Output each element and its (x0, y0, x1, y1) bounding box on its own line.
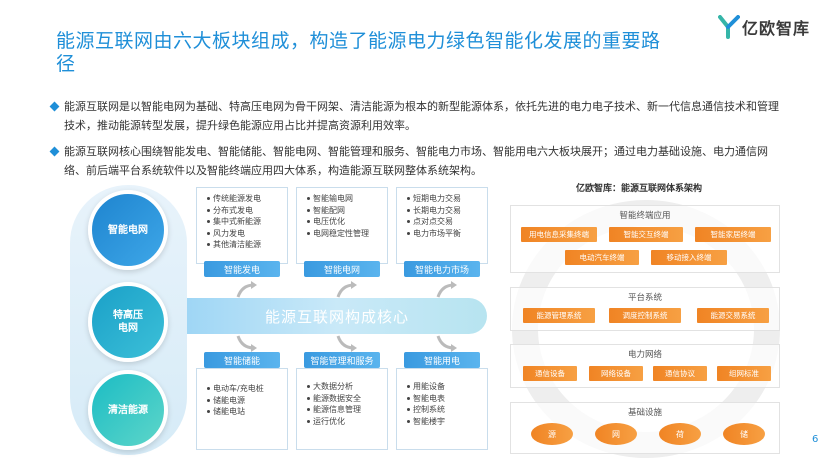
node: 组网标准 (717, 366, 771, 381)
tag-smart-consumption: 智能用电 (404, 352, 480, 368)
curved-arrow-icon (436, 335, 457, 352)
box-generation: 传统能源发电 分布式发电 集中式新能源 风力发电 其他清洁能源 (196, 187, 288, 264)
box-market: 短期电力交易 长期电力交易 点对点交易 电力市场平衡 (396, 187, 488, 264)
circle-clean-energy: 清洁能源 (88, 370, 168, 450)
box-storage: 电动车/充电桩 储能电源 储能电站 (196, 368, 288, 450)
node: 智能家居终端 (695, 227, 771, 242)
node-ellipse: 源 (531, 423, 573, 445)
layer-power-network: 电力网络 通信设备 网络设备 通信协议 组网标准 (510, 344, 780, 388)
yiou-logo-icon (718, 15, 740, 39)
node: 电动汽车终端 (565, 250, 639, 265)
diamond-bullet-icon (49, 101, 60, 112)
list-item: 风力发电 (207, 228, 287, 240)
core-banner: 能源互联网构成核心 (187, 298, 487, 334)
layer-title: 平台系统 (627, 293, 662, 303)
logo-text: 亿欧智库 (742, 19, 811, 38)
tag-smart-grid: 智能电网 (304, 261, 380, 277)
curved-arrow-icon (336, 335, 357, 352)
list-item: 短期电力交易 (407, 193, 487, 205)
node: 通信协议 (653, 366, 707, 381)
node-ellipse: 网 (595, 423, 637, 445)
list-item: 电动车/充电桩 (207, 383, 287, 395)
list-item: 用能设备 (407, 381, 487, 393)
list-item: 智能电表 (407, 393, 487, 405)
node: 网络设备 (589, 366, 643, 381)
list-item: 大数据分析 (307, 381, 387, 393)
list-item: 储能电源 (207, 395, 287, 407)
list-item: 电力市场平衡 (407, 228, 487, 240)
node: 用电信息采集终端 (521, 227, 597, 242)
node: 智能交互终端 (609, 227, 683, 242)
curved-arrow-icon (336, 281, 357, 298)
bullet-2: 能源互联网核心围绕智能发电、智能储能、智能电网、智能管理和服务、智能电力市场、智… (49, 142, 784, 180)
bullet-1: 能源互联网是以智能电网为基础、特高压电网为骨干网架、清洁能源为根本的新型能源体系… (49, 97, 784, 135)
layer-terminal-apps: 智能终端应用 用电信息采集终端 智能交互终端 智能家居终端 电动汽车终端 移动接… (510, 205, 780, 273)
list-item: 长期电力交易 (407, 205, 487, 217)
list-item: 控制系统 (407, 404, 487, 416)
curved-arrow-icon (236, 335, 257, 352)
list-item: 电网稳定性管理 (307, 228, 387, 240)
bullet-text: 能源互联网是以智能电网为基础、特高压电网为骨干网架、清洁能源为根本的新型能源体系… (64, 100, 779, 132)
layer-platform: 平台系统 能源管理系统 调度控制系统 能源交易系统 (510, 287, 780, 331)
node: 通信设备 (523, 366, 577, 381)
curved-arrow-icon (236, 281, 257, 298)
list-item: 分布式发电 (207, 205, 287, 217)
list-item: 运行优化 (307, 416, 387, 428)
list-item: 智能楼宇 (407, 416, 487, 428)
circle-smart-grid: 智能电网 (88, 190, 168, 270)
box-grid: 智能输电网 智能配网 电压优化 电网稳定性管理 (296, 187, 388, 264)
list-item: 电压优化 (307, 216, 387, 228)
list-item: 能源信息管理 (307, 404, 387, 416)
list-item: 储能电站 (207, 406, 287, 418)
node: 能源交易系统 (697, 308, 769, 323)
list-item: 点对点交易 (407, 216, 487, 228)
node-ellipse: 荷 (659, 423, 701, 445)
curved-arrow-icon (436, 281, 457, 298)
box-consumption: 用能设备 智能电表 控制系统 智能楼宇 (396, 368, 488, 450)
layer-title: 智能终端应用 (619, 211, 671, 221)
page-number: 6 (812, 434, 819, 445)
diamond-bullet-icon (49, 146, 60, 157)
list-item: 其他清洁能源 (207, 239, 287, 251)
node: 能源管理系统 (523, 308, 595, 323)
node-ellipse: 储 (723, 423, 765, 445)
list-item: 智能输电网 (307, 193, 387, 205)
layer-infrastructure: 基础设施 源 网 荷 储 (510, 402, 780, 454)
tag-smart-storage: 智能储能 (204, 352, 280, 368)
node: 调度控制系统 (609, 308, 681, 323)
layer-title: 电力网络 (627, 350, 662, 360)
tag-smart-power-market: 智能电力市场 (404, 261, 480, 277)
page-title: 能源互联网由六大板块组成，构造了能源电力绿色智能化发展的重要路径 (56, 30, 661, 75)
layer-title: 基础设施 (627, 408, 662, 418)
bullet-text: 能源互联网核心围绕智能发电、智能储能、智能电网、智能管理和服务、智能电力市场、智… (64, 145, 768, 177)
list-item: 能源数据安全 (307, 393, 387, 405)
box-management: 大数据分析 能源数据安全 能源信息管理 运行优化 (296, 368, 388, 450)
brand-logo: 亿欧智库 (718, 14, 810, 40)
list-item: 传统能源发电 (207, 193, 287, 205)
list-item: 集中式新能源 (207, 216, 287, 228)
circle-uhv-grid: 特高压 电网 (88, 282, 168, 362)
node: 移动接入终端 (651, 250, 727, 265)
list-item: 智能配网 (307, 205, 387, 217)
tag-smart-generation: 智能发电 (204, 261, 280, 277)
diagram-title: 亿欧智库：能源互联网体系架构 (576, 184, 703, 194)
tag-smart-management: 智能管理和服务 (304, 352, 380, 368)
